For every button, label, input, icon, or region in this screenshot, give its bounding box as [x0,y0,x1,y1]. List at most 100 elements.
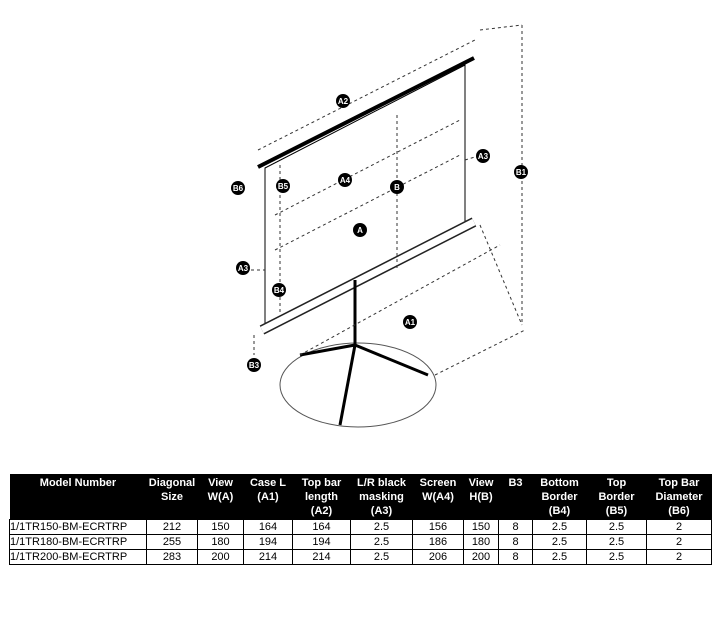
table-cell: 186 [412,534,464,550]
table-cell: 2.5 [586,534,647,550]
column-header: Model Number [9,474,147,520]
label-b6: B6 [231,181,245,195]
label-a3-right: A3 [476,149,490,163]
header-line: length [305,491,338,503]
table-cell: 194 [243,534,293,550]
svg-text:B6: B6 [233,184,244,193]
table-cell: 8 [498,519,533,535]
table-cell: 1/1TR180-BM-ECRTRP [9,534,147,550]
header-line: (A2) [310,505,333,517]
header-line: W(A) [207,491,234,503]
header-line: Size [160,491,183,503]
label-b: B [390,180,404,194]
header-line: (B6) [668,505,690,517]
svg-text:A2: A2 [338,97,349,106]
svg-text:B4: B4 [274,286,285,295]
table-cell: 214 [292,549,351,565]
table-cell: 200 [463,549,499,565]
table-cell: 2.5 [350,534,413,550]
header-line: View [208,477,233,489]
header-line: Diameter [655,491,703,503]
table-cell: 2.5 [586,519,647,535]
header-line: Diagonal [148,477,196,489]
table-cell: 180 [463,534,499,550]
table-cell: 2.5 [532,549,587,565]
header-line: Top [606,477,627,489]
label-a: A [353,223,367,237]
table-cell: 156 [412,519,464,535]
svg-text:A: A [357,226,363,235]
label-b5: B5 [276,179,290,193]
header-line: L/R black [357,477,406,489]
header-line: (A1) [257,491,279,503]
table-cell: 206 [412,549,464,565]
table-cell: 2.5 [350,519,413,535]
table-cell: 1/1TR150-BM-ECRTRP [9,519,147,535]
column-header: Case L (A1) [243,474,293,520]
label-a4: A4 [338,173,352,187]
table-cell: 150 [463,519,499,535]
table-cell: 1/1TR200-BM-ECRTRP [9,549,147,565]
header-line: (B4) [548,505,571,517]
header-line: Case L [249,477,287,489]
svg-text:B1: B1 [516,168,527,177]
table-cell: 2.5 [532,534,587,550]
svg-text:A4: A4 [340,176,351,185]
svg-text:B5: B5 [278,182,289,191]
table-cell: 180 [197,534,244,550]
header-line: Model Number [39,477,117,489]
table-cell: 212 [146,519,198,535]
table-cell: 2.5 [586,549,647,565]
label-b3: B3 [247,358,261,372]
table-cell: 283 [146,549,198,565]
table-cell: 2.5 [350,549,413,565]
dimension-labels: A2 A3 B1 B6 B5 A4 B A A3 B4 A1 B3 [231,94,528,372]
header-line: Top bar [301,477,342,489]
label-a3-left: A3 [236,261,250,275]
table-cell: 164 [292,519,351,535]
svg-text:A3: A3 [238,264,249,273]
label-a1: A1 [403,315,417,329]
screen-surface [264,64,466,331]
header-line: W(A4) [422,491,454,503]
label-b4: B4 [272,283,286,297]
table-cell: 164 [243,519,293,535]
svg-text:B3: B3 [249,361,260,370]
table-cell: 2 [646,534,712,550]
table-cell: 194 [292,534,351,550]
table-cell: 214 [243,549,293,565]
label-a2: A2 [336,94,350,108]
header-line: Top Bar [658,477,700,489]
column-header: L/R black masking (A3) [350,474,413,520]
table-cell: 8 [498,534,533,550]
header-line: View [468,477,494,489]
header-line: Bottom [540,477,579,489]
header-line: Border [541,491,578,503]
column-header: Top bar length (A2) [292,474,351,520]
tripod-base-ellipse [279,342,437,428]
table-cell: 2.5 [532,519,587,535]
header-line: B3 [508,477,523,489]
svg-text:B: B [394,183,400,192]
header-line: (B5) [605,505,628,517]
header-line: masking [359,491,404,503]
column-header: B3 [498,474,533,520]
header-line: Border [598,491,635,503]
table-cell: 8 [498,549,533,565]
table-cell: 255 [146,534,198,550]
header-line: (A3) [370,505,393,517]
header-line: Screen [419,477,457,489]
table-cell: 2 [646,519,712,535]
